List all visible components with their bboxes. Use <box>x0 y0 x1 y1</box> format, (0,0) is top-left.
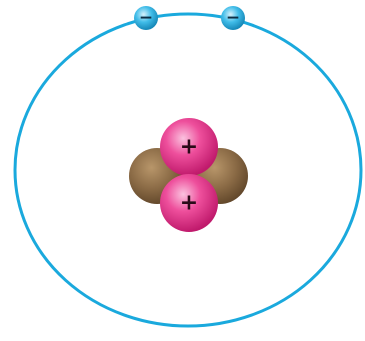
proton-bottom: + <box>160 174 218 232</box>
proton-top-charge: + <box>180 135 198 160</box>
proton-top: + <box>160 118 218 176</box>
proton-bottom-charge: + <box>180 191 198 216</box>
electron-left-charge: − <box>139 8 153 28</box>
electron-left: − <box>134 6 158 30</box>
electron-right-charge: − <box>226 8 240 28</box>
nucleus: + + <box>129 118 248 232</box>
electron-right: − <box>221 6 245 30</box>
